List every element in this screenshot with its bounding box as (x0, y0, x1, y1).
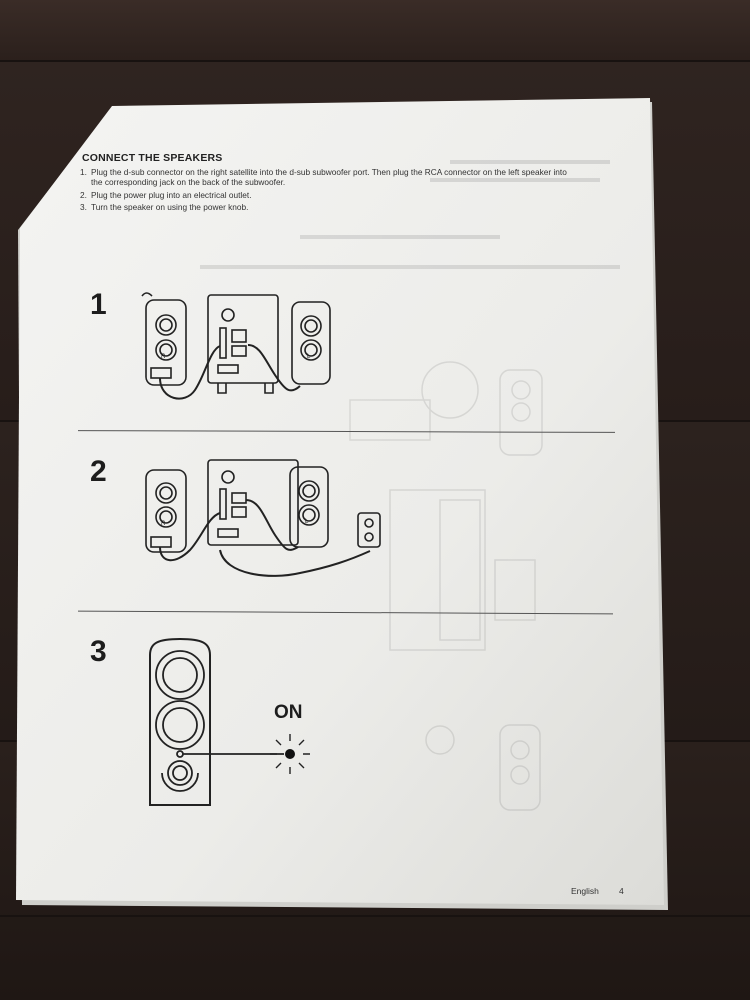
figure-number: 1 (90, 288, 107, 321)
step-text: Plug the d-sub connector on the right sa… (91, 167, 567, 187)
speaker-label-left: L (305, 519, 309, 525)
page-number: 4 (619, 886, 624, 896)
speaker-label-right: R (161, 521, 166, 527)
power-on-label: ON (274, 702, 303, 723)
speaker-label-right: R (161, 354, 166, 360)
section-heading: CONNECT THE SPEAKERS (82, 152, 223, 164)
figure-number: 2 (90, 455, 107, 488)
wood-seam (0, 60, 750, 62)
step-num: 3. (80, 202, 87, 212)
speaker-label-left: L (307, 354, 311, 360)
step-list: 1. Plug the d-sub connector on the right … (80, 167, 580, 215)
footer-language: English (571, 886, 599, 896)
step-num: 2. (80, 189, 87, 200)
connection-diagram-1: R L (141, 292, 331, 400)
list-item: 2. Plug the power plug into an electrical… (80, 190, 580, 200)
connection-diagram-2: R L (145, 459, 381, 577)
power-led-indicator (270, 734, 310, 774)
step-text: Turn the speaker on using the power knob… (91, 202, 249, 212)
power-knob-diagram (149, 637, 310, 806)
step-text: Plug the power plug into an electrical o… (91, 189, 252, 200)
figure-number: 3 (90, 635, 107, 668)
step-num: 1. (80, 167, 87, 177)
wood-plank (0, 0, 750, 60)
list-item: 1. Plug the d-sub connector on the right … (80, 167, 580, 187)
list-item: 3. Turn the speaker on using the power kn… (80, 202, 580, 212)
wood-seam (0, 915, 750, 917)
